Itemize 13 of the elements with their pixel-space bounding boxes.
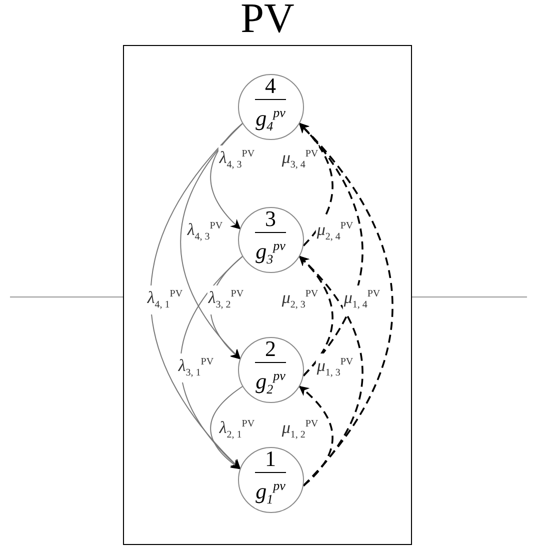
transition-arrow — [210, 123, 243, 230]
state-number: 3 — [255, 206, 286, 233]
transition-arrow — [298, 386, 334, 486]
transition-arrow — [150, 123, 243, 470]
transition-arrow — [298, 122, 334, 246]
transition-arrow — [298, 256, 364, 486]
state-number: 2 — [255, 336, 286, 363]
connector-line — [412, 296, 528, 298]
transition-arrow — [210, 386, 243, 470]
frame-title: PV — [240, 0, 296, 42]
connector-line — [10, 296, 124, 298]
state-number: 4 — [255, 74, 286, 100]
state-number: 1 — [255, 446, 286, 473]
